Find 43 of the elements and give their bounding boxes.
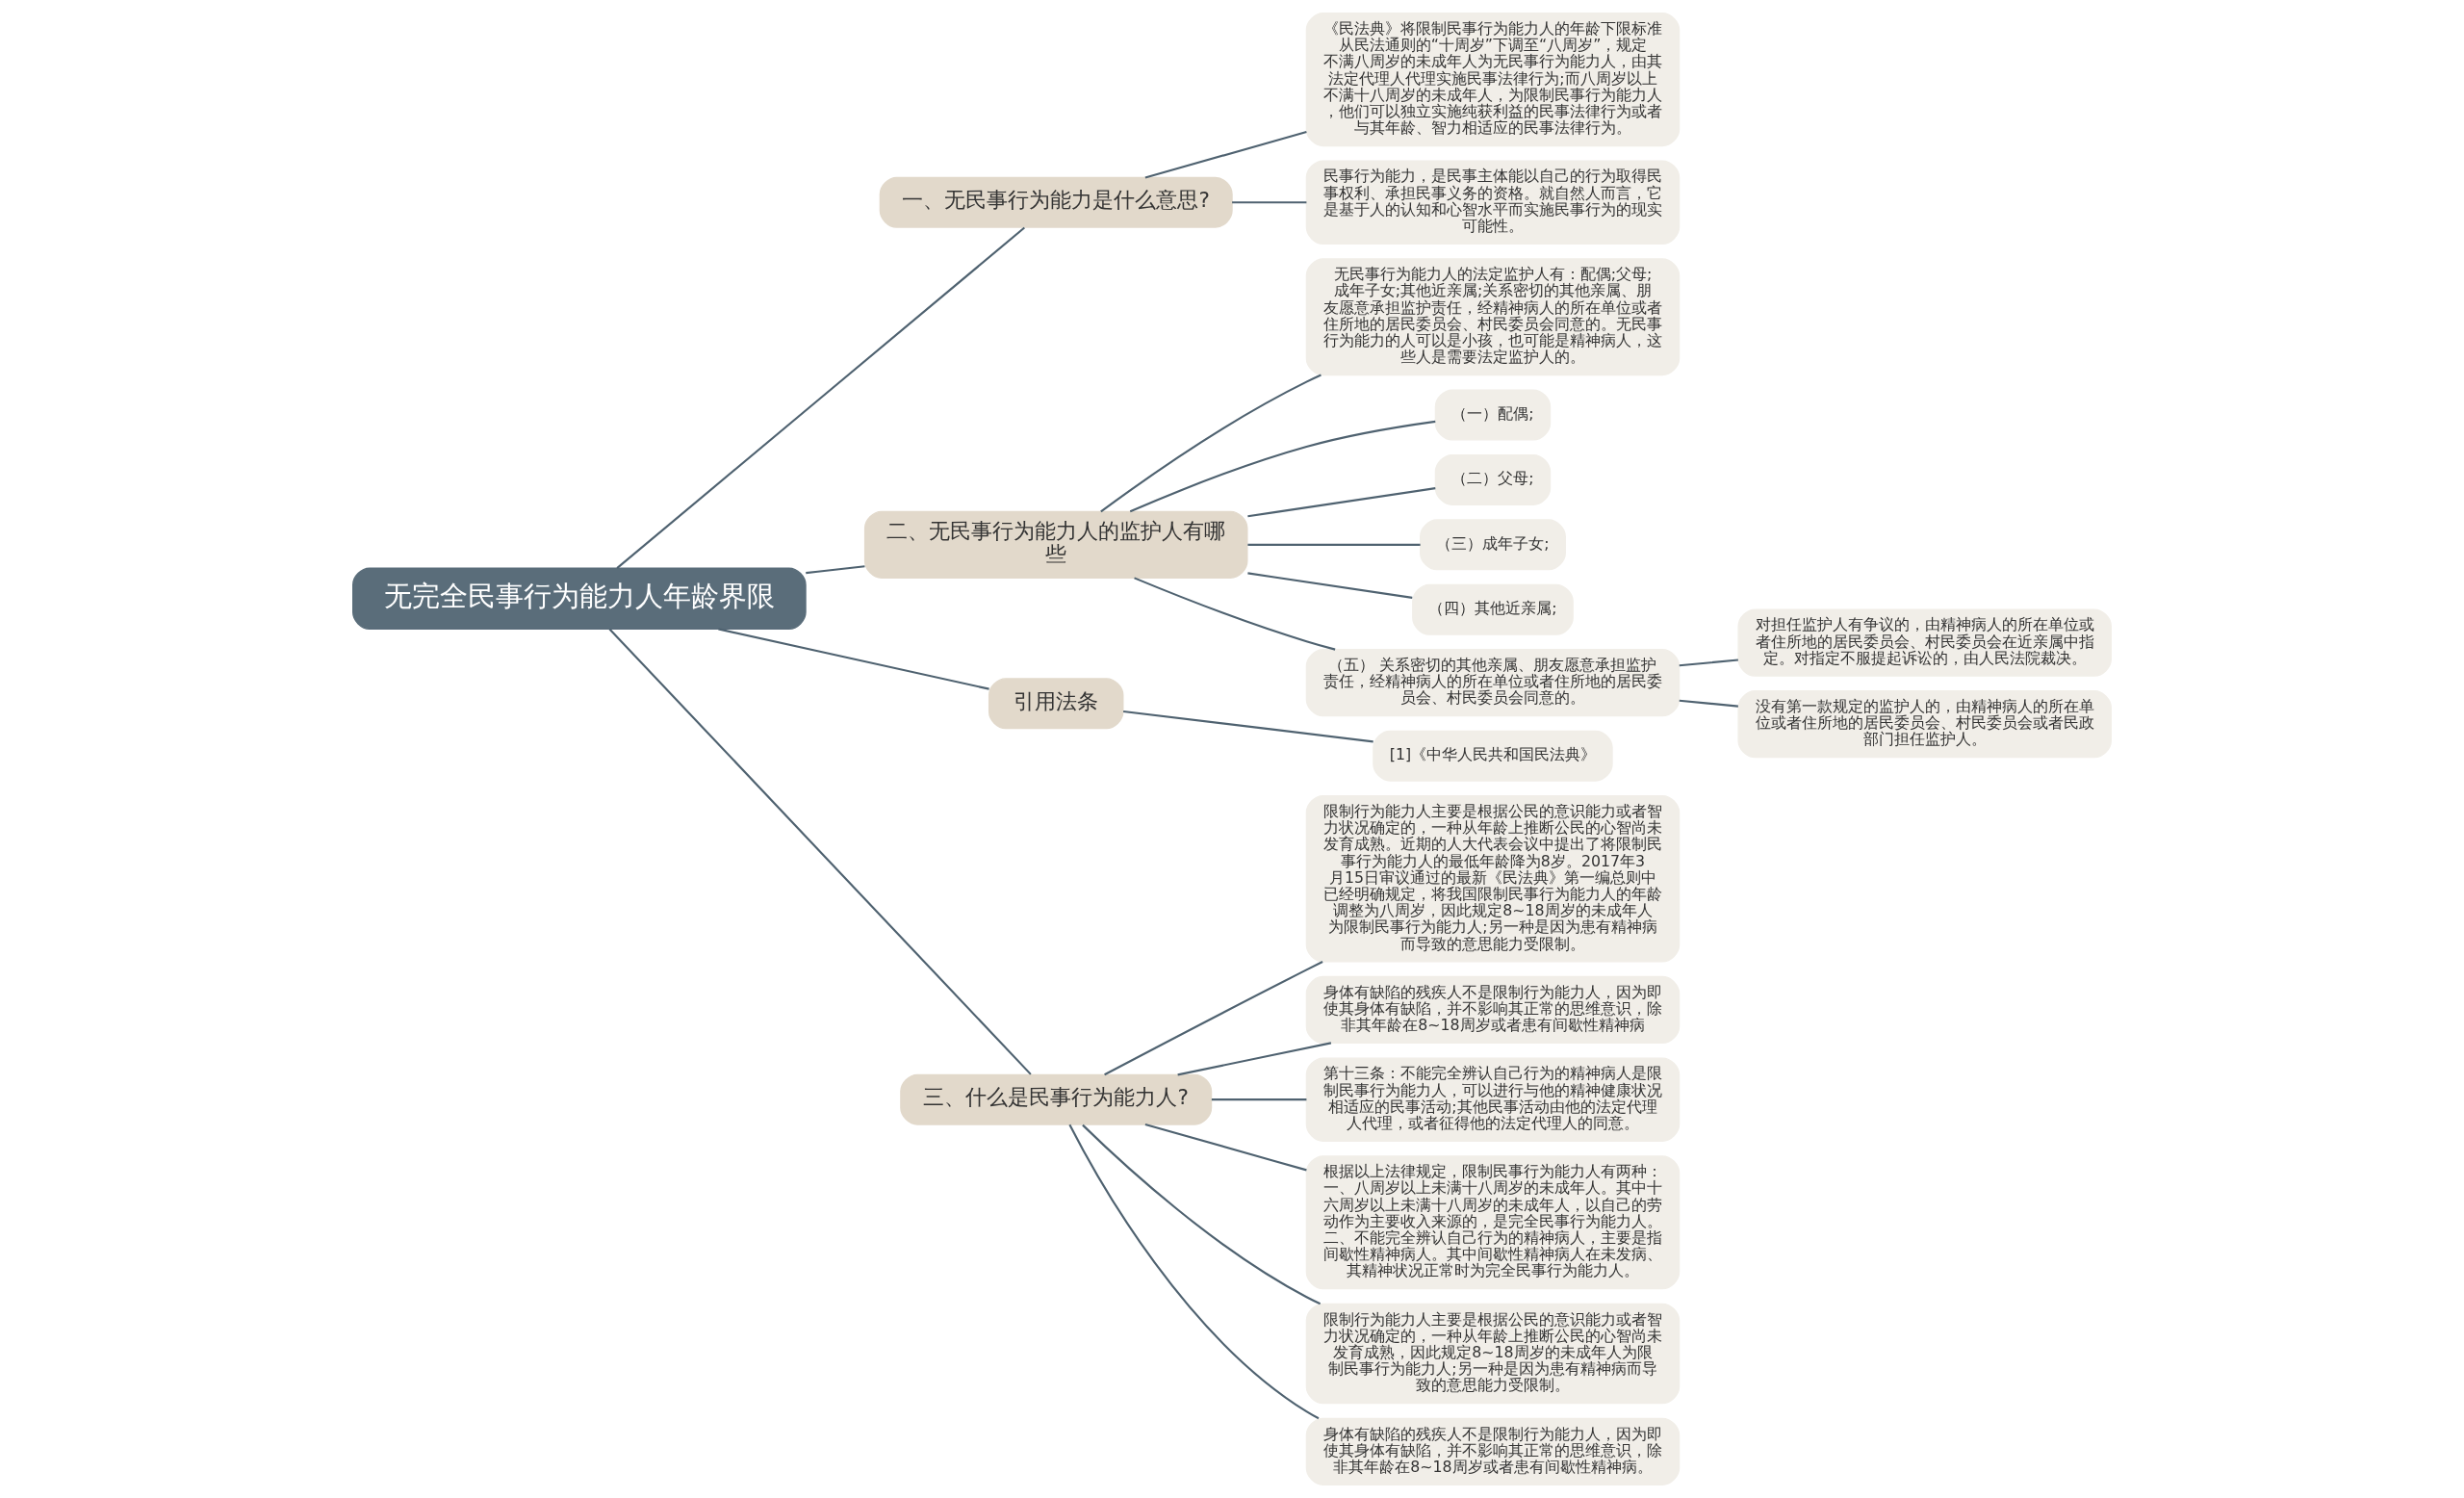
node-box: 限制行为能力人主要是根据公民的意识能力或者智力状况确定的，一种从年龄上推断公民的心智尚未发育成熟，因此规定8~18周岁的未成年人为限制民事行为能力人;另一种是因为患有精神病而导致的意思能力受限制。 [1305,1303,1681,1405]
connector [1104,961,1323,1076]
connector [1679,699,1738,708]
connector [1247,543,1421,546]
node-box: 引用法条 [988,678,1124,730]
connector [1177,1042,1332,1076]
connector [718,628,989,690]
node-box: 根据以上法律规定，限制民事行为能力人有两种：一、八周岁以上未满十八周岁的未成年人。其中十六周岁以上未满十八周岁的未成年人，以自己的劳动作为主要收入来源的，是完全民事行为能力人。二、不能完全辨认自己行为的精神病人，主要是指间歇性精神病人。其中间歇性精神病人在未发病、其精神状况正常时为完全民事行为能力人。 [1305,1155,1681,1290]
connector [1232,201,1307,204]
connector [1211,1098,1307,1101]
node-box: 一、无民事行为能力是什么意思? [879,176,1233,228]
connector [1144,131,1307,179]
connector [616,226,1025,569]
node-box: 二、无民事行为能力人的监护人有哪些 [863,510,1248,579]
connector [1082,1124,1322,1305]
node-box: （二）父母; [1434,453,1552,505]
connector [1247,572,1413,599]
node-box: 身体有缺陷的残疾人不是限制行为能力人，因为即使其身体有缺陷，并不影响其正常的思维意识，除非其年龄在8~18周岁或者患有间歇性精神病 [1305,975,1681,1045]
node-box: （五） 关系密切的其他亲属、朋友愿意承担监护责任，经精神病人的所在单位或者住所地的居民委员会、村民委员会同意的。 [1305,649,1681,717]
connector [1129,420,1436,513]
node-box: （三）成年子女; [1420,519,1566,571]
connector [1144,1123,1307,1172]
node-box: 三、什么是民事行为能力人? [900,1073,1213,1125]
node-box: （一）配偶; [1434,389,1552,441]
node-box: [1]《中华人民共和国民法典》 [1373,730,1613,782]
connector [1679,659,1738,667]
connector [1123,710,1373,743]
node-box: （四）其他近亲属; [1412,583,1574,635]
node-box: 身体有缺陷的残疾人不是限制行为能力人，因为即使其身体有缺陷，并不影响其正常的思维意识，除非其年龄在8~18周岁或者患有间歇性精神病。 [1305,1417,1681,1485]
node-box: 限制行为能力人主要是根据公民的意识能力或者智力状况确定的，一种从年龄上推断公民的心智尚未发育成熟。近期的人大代表会议中提出了将限制民事行为能力人的最低年龄降为8岁。2017年3月15日审议通过的最新《民法典》第一编总则中已经明确规定，将我国限制民事行为能力人的年龄调整为八周岁，因此规定8~18周岁的未成年人为限制民事行为能力人;另一种是因为患有精神病而导致的意思能力受限制。 [1305,795,1681,963]
node-box: 没有第一款规定的监护人的，由精神病人的所在单位或者住所地的居民委员会、村民委员会或者民政部门担任监护人。 [1737,690,2112,759]
node-box: 第十三条：不能完全辨认自己行为的精神病人是限制民事行为能力人，可以进行与他的精神健康状况相适应的民事活动;其他民事活动由他的法定代理人代理，或者征得他的法定代理人的同意。 [1305,1057,1681,1142]
connector [1247,487,1436,518]
node-box: 民事行为能力，是民事主体能以自己的行为取得民事权利、承担民事义务的资格。就自然人而言，它是基于人的认知和心智水平而实施民事行为的现实可能性。 [1305,160,1681,245]
connector [806,565,865,575]
node-box: 无民事行为能力人的法定监护人有：配偶;父母;成年子女;其他近亲属;关系密切的其他亲属、朋友愿意承担监护责任，经精神病人的所在单位或者住所地的居民委员会、村民委员会同意的。无民事行为能力的人可以是小孩，也可能是精神病人，这些人是需要法定监护人的。 [1305,258,1681,376]
node-box: 《民法典》将限制民事行为能力人的年龄下限标准从民法通则的“十周岁”下调至“八周岁”，规定不满八周岁的未成年人为无民事行为能力人，由其法定代理人代理实施民事法律行为;而八周岁以上不满十八周岁的未成年人，为限制民事行为能力人，他们可以独立实施纯获利益的民事法律行为或者与其年龄、智力相适应的民事法律行为。 [1305,13,1681,147]
connector [608,628,1032,1075]
connector [1100,374,1322,513]
connector [1068,1124,1320,1420]
node-box: 无完全民事行为能力人年龄界限 [352,567,807,630]
node-box: 对担任监护人有争议的，由精神病人的所在单位或者住所地的居民委员会、村民委员会在近亲属中指定。对指定不服提起诉讼的，由人民法院裁决。 [1737,608,2112,677]
connector [1134,577,1336,651]
